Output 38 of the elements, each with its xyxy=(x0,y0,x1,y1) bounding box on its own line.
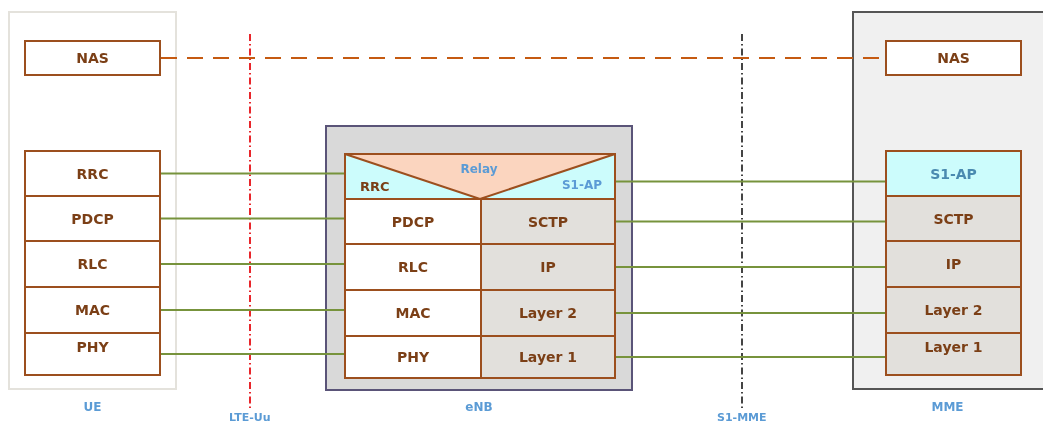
connector-line xyxy=(160,263,345,265)
connector-line xyxy=(160,309,345,311)
protocol-layer: RRC xyxy=(24,150,161,197)
node-label: UE xyxy=(82,399,103,415)
protocol-layer: SCTP xyxy=(885,195,1022,242)
connector-line xyxy=(615,266,886,268)
connector-line xyxy=(615,312,886,314)
protocol-layer: MAC xyxy=(344,289,482,337)
connector-line xyxy=(613,180,886,183)
protocol-layer: PDCP xyxy=(344,198,482,245)
connector-line xyxy=(160,217,345,220)
node-label: MME xyxy=(930,399,965,415)
protocol-layer: PHY xyxy=(344,335,482,379)
protocol-layer: PDCP xyxy=(24,195,161,242)
protocol-layer: PHY xyxy=(24,332,161,376)
reference-point-label: S1-MME xyxy=(717,411,767,424)
protocol-layer: NAS xyxy=(24,40,161,76)
connector-line xyxy=(615,220,886,223)
connector-line xyxy=(160,353,345,355)
protocol-layer: Layer 2 xyxy=(480,289,616,337)
relay-label: Relay xyxy=(448,160,510,177)
protocol-layer: SCTP xyxy=(480,198,616,245)
node-label: eNB xyxy=(464,399,494,415)
protocol-layer: Layer 2 xyxy=(885,286,1022,334)
connector-line xyxy=(615,356,886,358)
protocol-layer: MAC xyxy=(24,286,161,334)
protocol-layer: S1-AP xyxy=(522,166,614,197)
protocol-layer: S1-AP xyxy=(885,150,1022,197)
connector-line xyxy=(160,172,347,175)
protocol-layer: Layer 1 xyxy=(885,332,1022,376)
protocol-layer: IP xyxy=(480,243,616,291)
reference-point-label: LTE-Uu xyxy=(229,411,271,424)
protocol-layer: RLC xyxy=(24,240,161,288)
protocol-layer: Layer 1 xyxy=(480,335,616,379)
protocol-layer: RRC xyxy=(346,166,412,197)
protocol-layer: NAS xyxy=(885,40,1022,76)
protocol-layer: RLC xyxy=(344,243,482,291)
protocol-layer: IP xyxy=(885,240,1022,288)
